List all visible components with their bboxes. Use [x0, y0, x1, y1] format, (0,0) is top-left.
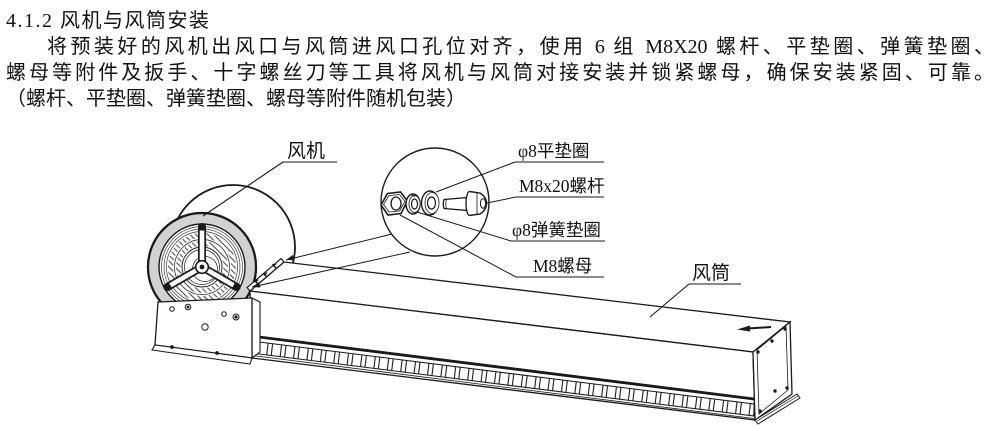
duct-end-cap — [752, 320, 801, 425]
duct-shadow-band — [250, 334, 755, 401]
detail-callout — [251, 147, 517, 288]
label-fan: 风机 — [287, 140, 325, 162]
label-bolt: M8x20螺杆 — [519, 176, 605, 196]
bracket-holes — [169, 303, 240, 355]
label-nut: M8螺母 — [533, 256, 592, 276]
label-flat-washer: φ8平垫圈 — [518, 141, 589, 161]
section-heading: 4.1.2 风机与风筒安装 — [6, 10, 211, 32]
instruction-text: 4.1.2 风机与风筒安装 将预装好的风机出风口与风筒进风口孔位对齐，使用 6 … — [6, 8, 994, 112]
detail-leader-lines — [251, 233, 411, 288]
label-duct: 风筒 — [692, 262, 730, 284]
joint-flange — [246, 257, 285, 292]
diagram-labels: 风机 风筒 φ8平垫圈 M8x20螺杆 φ8弹簧垫圈 M8螺母 — [202, 140, 741, 318]
fan-inlet-spider-guard — [162, 223, 242, 292]
part-flat-washer — [420, 190, 440, 216]
part-nut — [380, 191, 409, 216]
airflow-arrow — [737, 325, 772, 332]
end-cap-screws — [756, 327, 789, 413]
part-leader-lines — [399, 161, 517, 278]
bracket-foot — [151, 344, 253, 365]
body-line-2: 螺母等附件及扳手、十字螺丝刀等工具将风机与风筒对接安装并锁紧螺母，确保安装紧固、… — [6, 62, 994, 84]
label-spring-washer: φ8弹簧垫圈 — [512, 220, 601, 240]
part-bolt — [442, 190, 488, 217]
fan-illustration — [146, 184, 296, 324]
fan-mounting-bracket — [151, 297, 261, 365]
body-line-3: （螺杆、平垫圈、弹簧垫圈、螺母等附件随机包装） — [6, 88, 466, 110]
part-spring-washer — [405, 193, 421, 215]
body-line-1: 将预装好的风机出风口与风筒进风口孔位对齐，使用 6 组 M8X20 螺杆、平垫圈… — [47, 36, 994, 58]
duct-illustration — [248, 261, 801, 425]
